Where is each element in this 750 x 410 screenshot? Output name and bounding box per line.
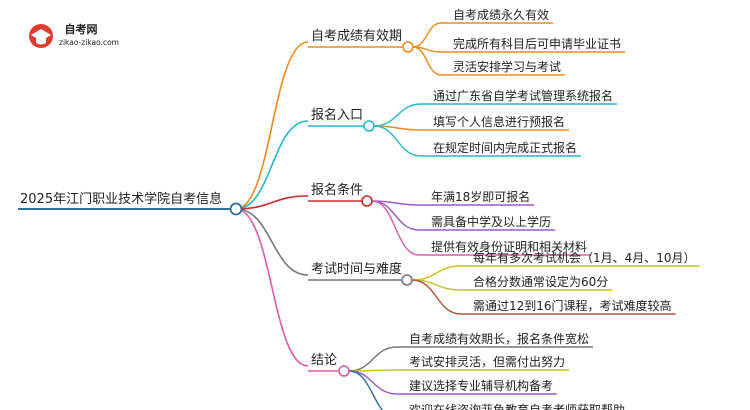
logo-name: 自考网 (65, 22, 98, 36)
leaf-connector (373, 103, 422, 127)
mind-map-nodes: 2025年江门职业技术学院自考信息 自考成绩有效期 自考成绩永久有效完成所有科目后可… (20, 7, 696, 410)
branch-label: 考试时间与难度 (311, 261, 402, 277)
connector-lines (18, 22, 700, 410)
leaf-label: 自考成绩永久有效 (453, 7, 549, 22)
branch-node-dot (402, 41, 414, 53)
leaf-label: 在规定时间内完成正式报名 (433, 140, 577, 155)
graduation-cap-base-icon (36, 38, 46, 45)
leaf-label: 年满18岁即可报名 (431, 189, 530, 204)
root-node-dot (229, 202, 243, 216)
branch-connector (235, 120, 309, 210)
branch-label: 结论 (311, 353, 337, 368)
branch-label: 报名入口 (311, 107, 363, 123)
branch-node-dot (338, 365, 350, 377)
leaf-label: 考试安排灵活，但需付出努力 (409, 354, 565, 369)
branch-connector (235, 41, 309, 210)
leaf-connector (348, 370, 384, 410)
branch-node-dot (363, 120, 375, 132)
leaf-label: 需具备中学及以上学历 (431, 214, 551, 229)
leaf-label: 需通过12到16门课程，考试难度较高 (473, 298, 672, 313)
root-label: 2025年江门职业技术学院自考信息 (20, 191, 222, 207)
leaf-label: 自考成绩有效期长，报名条件宽松 (409, 331, 589, 346)
leaf-label: 通过广东省自学考试管理系统报名 (433, 88, 613, 103)
leaf-label: 灵活安排学习与考试 (453, 59, 561, 74)
branch-connector (235, 208, 309, 367)
leaf-connector (412, 46, 442, 76)
branch-label: 自考成绩有效期 (311, 29, 402, 44)
leaf-label: 填写个人信息进行预报名 (433, 114, 565, 129)
leaf-connector (348, 370, 398, 395)
branch-label: 报名条件 (311, 182, 363, 198)
leaf-label: 建议选择专业辅导机构备考 (409, 378, 553, 393)
leaf-label: 欢迎在线咨询菲鱼教育自考老师获取帮助 (409, 402, 625, 410)
leaf-label: 完成所有科目后可申请毕业证书 (453, 36, 621, 51)
leaf-connector (373, 125, 422, 157)
leaf-label: 合格分数通常设定为60分 (473, 274, 608, 289)
leaf-connector (371, 200, 420, 256)
branch-connector (235, 208, 309, 276)
leaf-connector (411, 279, 462, 315)
branch-connector (235, 195, 309, 210)
leaf-connector (348, 346, 398, 372)
leaf-connector (412, 22, 442, 48)
leaf-connector (411, 265, 462, 281)
leaf-label: 提供有效身份证明和相关材料 (431, 239, 587, 254)
logo-url: zikao-zikao.com (59, 38, 119, 47)
branch-node-dot (361, 195, 373, 207)
logo: 自考网 zikao-zikao.com (29, 22, 119, 48)
leaf-label: 每年有多次考试机会（1月、4月、10月） (473, 250, 696, 265)
branch-node-dot (401, 274, 413, 286)
